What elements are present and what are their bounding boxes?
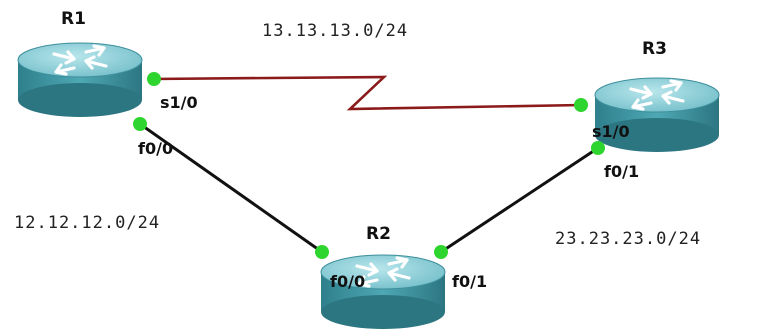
router-r2[interactable]: [319, 253, 447, 331]
interface-label-r2-f0-0: f0/0: [330, 272, 365, 291]
router-label-r2: R2: [366, 224, 391, 244]
serial-link-line[interactable]: [151, 75, 583, 111]
link-r2-r3[interactable]: [440, 146, 599, 254]
router-icon: [16, 41, 144, 119]
interface-status-dot: [147, 72, 161, 86]
link-r1-r3[interactable]: [151, 75, 583, 111]
router-label-r3: R3: [642, 39, 667, 59]
interface-label-r3-f0-1: f0/1: [604, 162, 639, 181]
interface-status-dot: [315, 245, 329, 259]
interface-label-r1-s1-0: s1/0: [160, 93, 198, 112]
ethernet-link-line[interactable]: [139, 122, 323, 254]
network-label-12: 12.12.12.0/24: [14, 213, 160, 233]
link-r1-r2[interactable]: [139, 122, 323, 254]
router-label-r1: R1: [61, 9, 86, 29]
interface-label-r2-f0-1: f0/1: [452, 272, 487, 291]
interface-label-r3-s1-0: s1/0: [592, 122, 630, 141]
network-label-13: 13.13.13.0/24: [262, 21, 408, 41]
router-icon: [319, 253, 447, 331]
interface-label-r1-f0-0: f0/0: [138, 139, 173, 158]
router-r1[interactable]: [16, 41, 144, 119]
network-label-23: 23.23.23.0/24: [555, 229, 701, 249]
ethernet-link-line[interactable]: [440, 146, 599, 254]
interface-status-dot: [591, 141, 605, 155]
interface-status-dot: [133, 117, 147, 131]
interface-status-dot: [434, 245, 448, 259]
interface-status-dot: [574, 98, 588, 112]
